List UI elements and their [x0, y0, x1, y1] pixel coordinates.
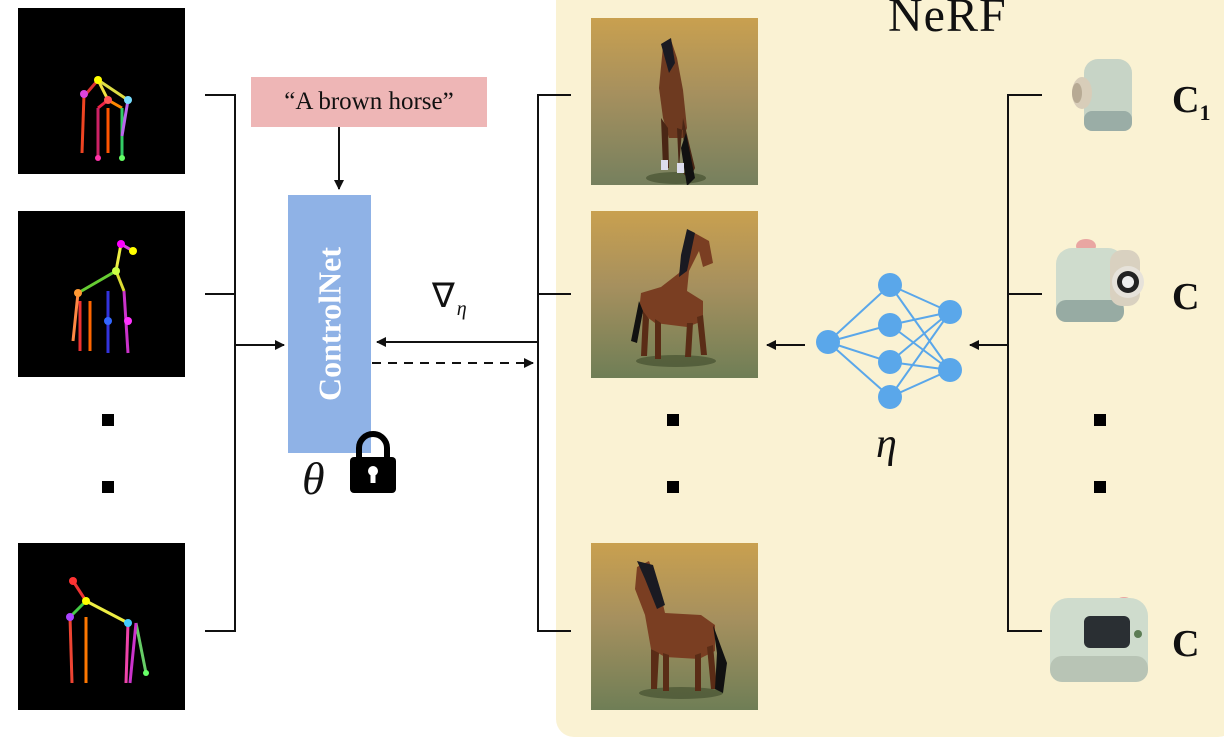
ellipsis-dot [667, 481, 679, 493]
ellipsis-dot [1094, 414, 1106, 426]
horse-image-3 [591, 543, 758, 710]
camera-icon-1 [1068, 55, 1136, 135]
pose-image-2 [18, 211, 185, 377]
camera-label-2: C [1172, 275, 1199, 319]
horse-image-1 [591, 18, 758, 185]
camera-letter: C [1172, 623, 1200, 665]
camera-label-1: C1 [1172, 78, 1211, 125]
pose-image-1 [18, 8, 185, 174]
eta-label: η [876, 421, 897, 467]
ellipsis-dot [667, 414, 679, 426]
controlnet-block: ControlNet [288, 195, 371, 453]
gradient-label: ∇η [432, 276, 467, 320]
pose-image-3 [18, 543, 185, 710]
nerf-title: NeRF [888, 0, 1007, 42]
neural-network-icon [812, 272, 972, 412]
gradient-subscript: η [456, 298, 467, 320]
lock-icon [348, 430, 398, 494]
camera-subscript: 1 [1199, 100, 1211, 125]
camera-label-3: C [1172, 622, 1199, 666]
nabla-symbol: ∇ [432, 278, 455, 315]
camera-icon-2 [1052, 236, 1146, 328]
ellipsis-dot [1094, 481, 1106, 493]
camera-letter: C [1172, 79, 1200, 121]
ellipsis-dot [102, 481, 114, 493]
theta-label: θ [302, 453, 325, 504]
controlnet-label: ControlNet [311, 246, 347, 402]
camera-letter: C [1172, 276, 1200, 318]
camera-icon-3 [1046, 594, 1150, 684]
text-prompt: “A brown horse” [251, 77, 487, 127]
ellipsis-dot [102, 414, 114, 426]
horse-image-2 [591, 211, 758, 378]
